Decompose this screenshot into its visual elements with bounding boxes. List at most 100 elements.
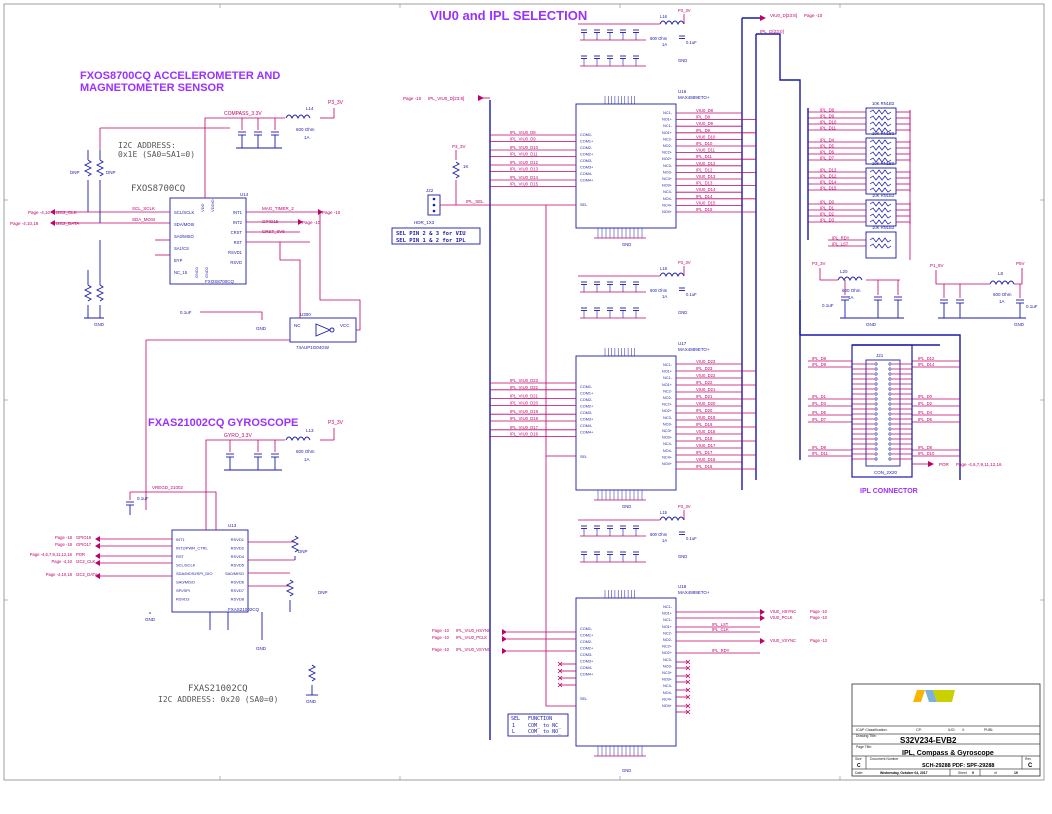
gyro-pin-label: INT2/PWR_CTRL — [176, 546, 209, 551]
accel-int1-page: Page -10 — [322, 210, 341, 215]
mux-pin-label: NO4+ — [662, 704, 673, 708]
no-connect-icon — [685, 687, 691, 693]
tb-page-title: IPL, Compass & Gyroscope — [902, 750, 994, 757]
mux-inductor-ref: L16 — [660, 14, 668, 19]
mux-net-label: IPL_VIU0_VSYNC — [456, 647, 491, 652]
accel-part-label: FXOS8700CQ — [131, 184, 185, 194]
accel-inductor-l14 — [285, 114, 311, 120]
resistor-element — [869, 213, 892, 219]
right-pwr-3: P5V — [1016, 261, 1025, 266]
no-connect-icon — [557, 668, 563, 674]
mux-net-label: VIU0_D18 — [696, 429, 716, 434]
mux-section: Page -10 IPL_VIU0_D[23:8] VIU0_D[23:8] P… — [391, 8, 961, 773]
arrow-icon — [95, 536, 100, 542]
resistor-element — [869, 127, 892, 133]
right-power-wires — [819, 268, 1023, 298]
right-inductor-l20-ref: L20 — [840, 269, 848, 274]
mux-inductor-ref: L18 — [660, 266, 668, 271]
mux-pin-label: COM1+ — [580, 634, 594, 638]
mux-pin-label: NO2- — [663, 144, 673, 148]
accel-pin-gnd2: GND2 — [204, 266, 209, 278]
accel-pin-label: SCL/SCLK — [174, 210, 194, 215]
select-pwr: P3_3V — [452, 144, 466, 149]
mux-pin-label: COM3- — [580, 653, 593, 657]
mux-u16-part: MAX4889ETO+ — [678, 95, 710, 100]
right-inductor-val-2: 600 Ohm — [993, 292, 1012, 297]
mux-chip-u17 — [575, 355, 677, 491]
arrow-icon — [298, 219, 303, 225]
arrow-icon — [502, 636, 507, 642]
mux-net-label: IPL_D16 — [696, 464, 713, 469]
mux-net-label: VIU0_D22 — [696, 373, 716, 378]
mux-u18-ref: U18 — [678, 584, 687, 589]
right-power-section: P3_3V P1_8V P5V L20 L8 600 Ohm 600 Ohm 1… — [812, 261, 1038, 327]
accel-pin-label: SA0/MISO — [174, 234, 195, 239]
connector-pin — [874, 442, 878, 446]
mux-pin-label: COM2- — [580, 640, 593, 644]
accel-pin-label: INT2 — [233, 220, 243, 225]
mux-pin-label: NO2+ — [662, 157, 673, 161]
connector-net-label: IPL_D1 — [812, 394, 827, 399]
connector-pin — [888, 362, 892, 366]
mux-net-label: IPL_VIU0_D18 — [510, 416, 539, 421]
mux-pin-label: SEL — [580, 203, 587, 207]
connector-pin — [888, 417, 892, 421]
mux-pin-label: COM2- — [580, 146, 593, 150]
right-inductor-cur-2: 1A — [999, 299, 1005, 304]
mux-net-label: VIU0_D15 — [696, 200, 716, 205]
rnet-net-label: IPL_D13 — [820, 168, 837, 173]
mux-pin-label: COM3+ — [580, 166, 594, 170]
mux-pin-label: COM3+ — [580, 660, 594, 664]
jumper-pin-2 — [432, 203, 436, 207]
resistor-element — [869, 219, 892, 225]
mux-pin-label: NO1+ — [662, 625, 673, 629]
accel-clk-net: I2C2_CLK — [56, 210, 77, 215]
accel-i2c-address-value: 0x1E (SA0=SA1=0) — [118, 150, 195, 159]
connector-net-label: IPL_D3 — [812, 401, 827, 406]
mux-u17-right-nets: VIU0_D23IPL_D23VIU0_D22IPL_D22VIU0_D21IP… — [676, 359, 756, 470]
mux-pin-label: COM2+ — [580, 647, 594, 651]
arrow-icon — [95, 573, 100, 579]
mux-pin-label: NO4- — [663, 691, 673, 695]
select-pullup — [451, 161, 461, 179]
accel-pin-label: SA1/CS — [174, 246, 189, 251]
connector-net-label: IPL_D14 — [918, 362, 935, 367]
mux-pin-label: COM4- — [580, 666, 593, 670]
mux-net-label: IPL_D17 — [696, 450, 713, 455]
no-connect-icon — [557, 682, 563, 688]
accel-data-net: I2C2_DATA — [56, 221, 79, 226]
arrow-icon — [502, 629, 507, 635]
arrow-icon — [50, 220, 55, 226]
connector-j21[interactable] — [865, 359, 901, 467]
mux-u16-right-nets: VIU0_D8IPL_D8VIU0_D9IPL_D9VIU0_D10IPL_D1… — [676, 108, 756, 213]
gyro-gnd-1: GND — [145, 617, 156, 622]
accel-chip-u14 — [169, 197, 247, 285]
mux-inductor — [659, 272, 685, 278]
rnet-net-label: IPL_LST — [832, 242, 849, 247]
mux-gnd-label: GND — [678, 310, 687, 315]
no-connect-icon — [685, 709, 691, 715]
select-wires — [440, 150, 576, 707]
gyro-refdes: U13 — [228, 523, 237, 528]
right-cap-val-2: 0.1uF — [1026, 304, 1038, 309]
connector-pin — [888, 397, 892, 401]
no-connect-icon — [557, 661, 563, 667]
mux-pin-label: COM4+ — [580, 179, 594, 183]
gyro-pin-label: SA0/MISO — [225, 571, 244, 576]
right-pwr-1: P3_3V — [812, 261, 826, 266]
mux-pin-label: NC2- — [663, 631, 673, 635]
mux-pin-label: NC4+ — [662, 455, 673, 459]
connector-pin — [888, 452, 892, 456]
gyro-net-page: Page -4,10,18 — [46, 572, 73, 577]
mux-inductor-value: 600 Ohm — [650, 288, 668, 293]
accel-refdes: U14 — [240, 192, 249, 197]
mux-net-label: IPL_D12 — [696, 167, 713, 172]
gyro-net-name: I2C2_DATA — [76, 572, 98, 577]
connector-pin — [888, 422, 892, 426]
nxp-logo — [913, 690, 955, 702]
gyro-inductor-l13 — [285, 436, 311, 442]
resistor-element — [869, 139, 892, 145]
arrow-icon — [318, 209, 323, 215]
connector-left-nets: IPL_D8IPL_D9IPL_D1IPL_D3IPL_D5IPL_D7IPL_… — [808, 356, 852, 457]
gyro-gnd-2: GND — [256, 646, 267, 651]
